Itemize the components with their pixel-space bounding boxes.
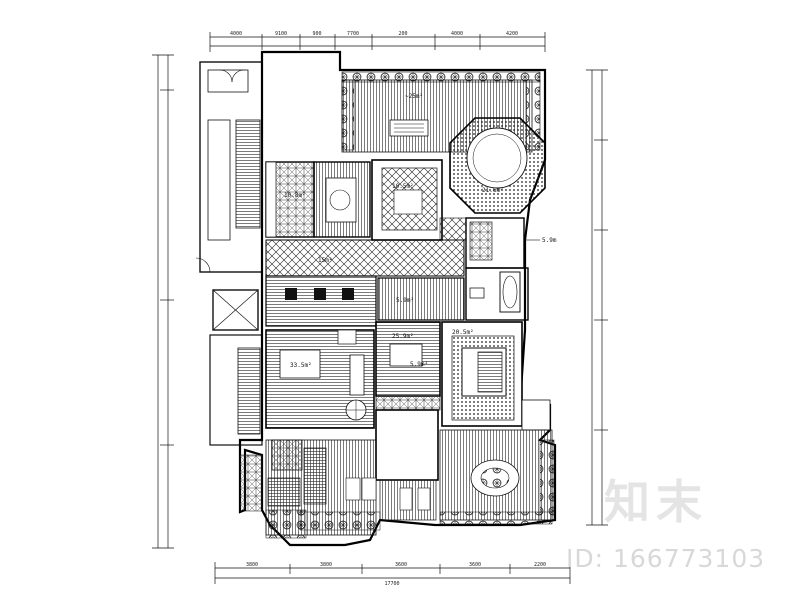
living-room: 33.5m² xyxy=(265,329,375,429)
dining xyxy=(313,161,371,238)
room-label-annotation: 5.9m xyxy=(542,237,557,244)
dim-top-2: 9100 xyxy=(275,31,287,37)
dim-top-6: 4000 xyxy=(451,31,463,37)
watermark-id: ID: 166773103 xyxy=(566,544,766,573)
hall-strip: 5.9m² xyxy=(265,275,465,327)
dim-top-5: 200 xyxy=(398,31,407,37)
room-label-hall: 5.9m² xyxy=(410,361,428,368)
room-label-dining: 10.5m² xyxy=(392,183,414,190)
planters-bottom xyxy=(239,439,555,539)
watermark-logo: 知末 xyxy=(604,475,708,529)
room-label-kitchen: 10.8m² xyxy=(284,192,306,199)
dim-top-3: 900 xyxy=(312,31,321,37)
room-label-study: 25.9m² xyxy=(392,333,414,340)
dim-top-7: 4200 xyxy=(506,31,518,37)
dimension-lines xyxy=(152,32,608,584)
dim-total: 17700 xyxy=(384,581,399,587)
dim-bottom-4: 3600 xyxy=(469,562,481,568)
dim-top-4: 7700 xyxy=(347,31,359,37)
dimension-text-top: 4000 9100 900 7700 200 4000 4200 xyxy=(230,31,518,37)
dim-bottom-1: 3800 xyxy=(246,562,258,568)
room-label-round: 21.6m² xyxy=(482,187,504,194)
kitchen: 10.8m² xyxy=(265,161,315,238)
room-label-bath: 5.9m² xyxy=(396,297,414,304)
dim-bottom-2: 3800 xyxy=(320,562,332,568)
room-label-corridor: 15m² xyxy=(318,257,332,264)
room-label-living: 33.5m² xyxy=(290,362,312,369)
dining-room-2: 10.5m² xyxy=(371,159,443,241)
study: 25.9m² xyxy=(375,321,441,411)
terrace-bottom xyxy=(265,409,553,536)
dimension-text-bottom: 3800 3800 3600 3600 2200 17700 xyxy=(246,562,546,587)
dim-bottom-5: 2200 xyxy=(534,562,546,568)
room-label-bedroom: 20.5m² xyxy=(452,329,474,336)
bathroom-cluster xyxy=(465,217,529,321)
room-label-terrace: ~25m² xyxy=(405,93,423,100)
dim-top-1: 4000 xyxy=(230,31,242,37)
stair-core xyxy=(195,61,263,446)
bedroom: 20.5m² xyxy=(441,321,551,431)
octagon-room: 21.6m² xyxy=(449,117,546,214)
dim-bottom-3: 3600 xyxy=(395,562,407,568)
